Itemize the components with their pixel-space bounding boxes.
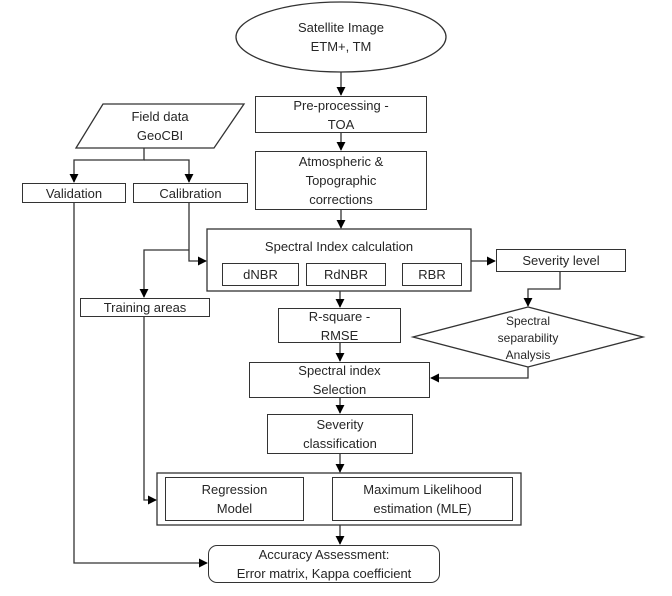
field-data-parallelogram bbox=[74, 103, 246, 149]
edge-separability-selection bbox=[430, 367, 529, 383]
rsquare-rmse-box: R-square - RMSE bbox=[278, 308, 401, 343]
field-data-label: Field data GeoCBI bbox=[131, 109, 189, 143]
rdnbr-box: RdNBR bbox=[306, 263, 386, 286]
corrections-box: Atmospheric & Topographic corrections bbox=[255, 151, 427, 210]
severity-classification-box: Severity classification bbox=[267, 414, 413, 454]
validation-box: Validation bbox=[22, 183, 126, 203]
index-selection-box: Spectral index Selection bbox=[249, 362, 430, 398]
calibration-box: Calibration bbox=[133, 183, 248, 203]
preprocessing-box: Pre-processing - TOA bbox=[255, 96, 427, 133]
accuracy-assessment-box: Accuracy Assessment: Error matrix, Kappa… bbox=[208, 545, 440, 583]
training-areas-box: Training areas bbox=[80, 298, 210, 317]
edge-severity-level-separability bbox=[523, 272, 561, 307]
separability-label: Spectral separability Analysis bbox=[497, 313, 559, 362]
edge-field-calibration bbox=[144, 159, 194, 183]
edge-field-validation bbox=[69, 148, 145, 183]
rbr-box: RBR bbox=[402, 263, 462, 286]
severity-level-box: Severity level bbox=[496, 249, 626, 272]
regression-model-box: Regression Model bbox=[165, 477, 304, 521]
dnbr-box: dNBR bbox=[222, 263, 299, 286]
edge-calibration-training bbox=[139, 249, 189, 298]
mle-box: Maximum Likelihood estimation (MLE) bbox=[332, 477, 513, 521]
edge-validation-accuracy bbox=[73, 203, 208, 568]
satellite-image-label: Satellite Image ETM+, TM bbox=[298, 20, 384, 54]
edge-training-models bbox=[143, 317, 157, 505]
spectral-index-calc-label: Spectral Index calculation bbox=[264, 238, 414, 254]
edge-calibration-spectral bbox=[188, 203, 207, 266]
